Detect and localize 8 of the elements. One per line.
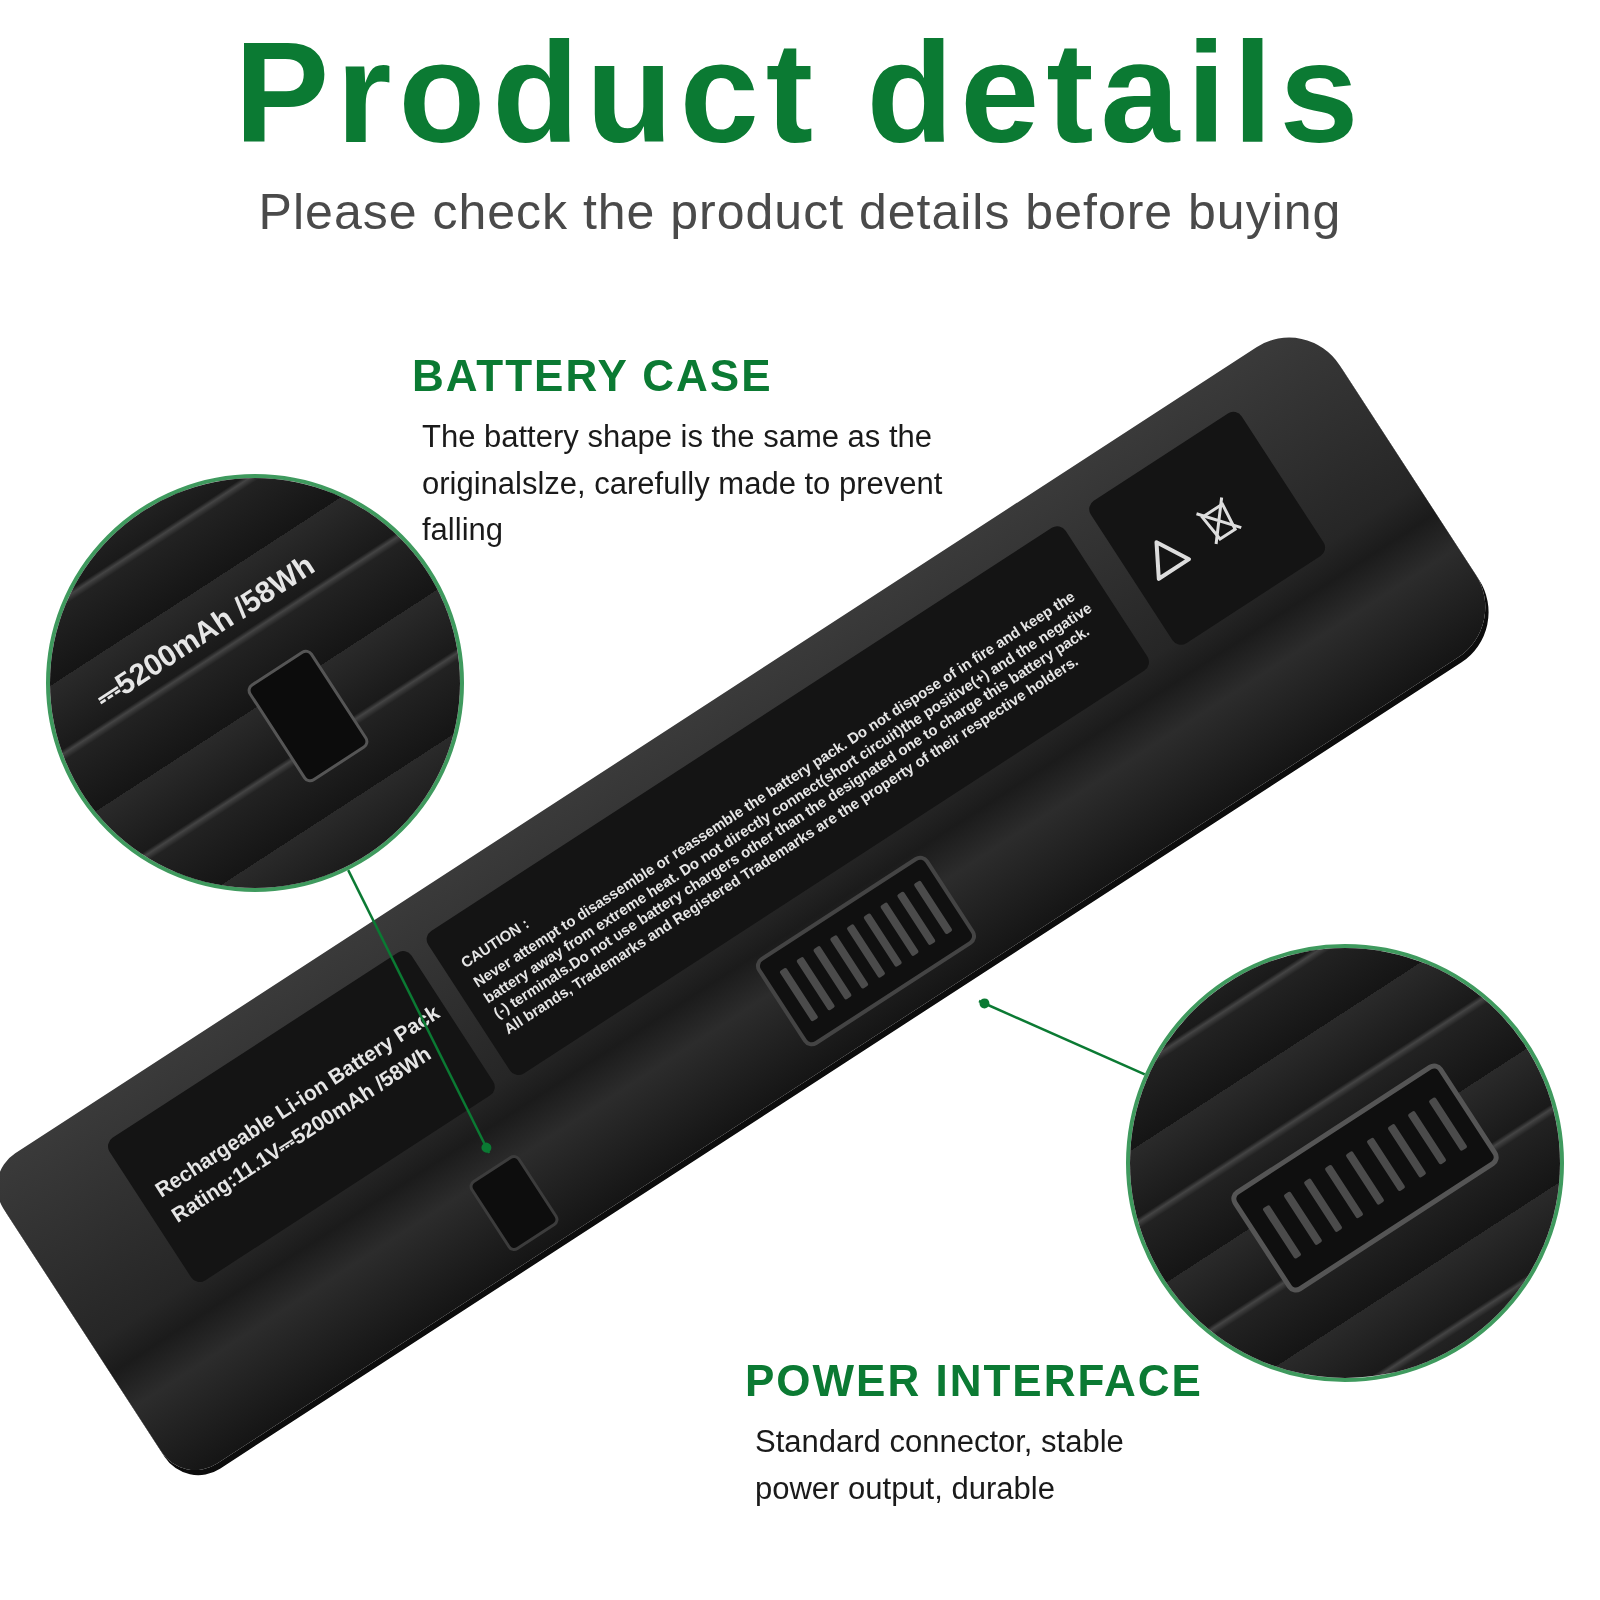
callout-text: Standard connector, stable power output, durable	[755, 1423, 1125, 1508]
page-title: Product details	[233, 18, 1367, 168]
callout-heading: POWER INTERFACE	[745, 1357, 1203, 1406]
leader-line	[347, 869, 492, 1154]
subtitle: Please check the product details before buying	[257, 183, 1343, 242]
leader-line	[978, 998, 1146, 1076]
callout-heading: BATTERY CASE	[412, 352, 774, 401]
callout-text: The battery shape is the same as the originalslze, carefully made to prevent falling	[422, 418, 944, 550]
